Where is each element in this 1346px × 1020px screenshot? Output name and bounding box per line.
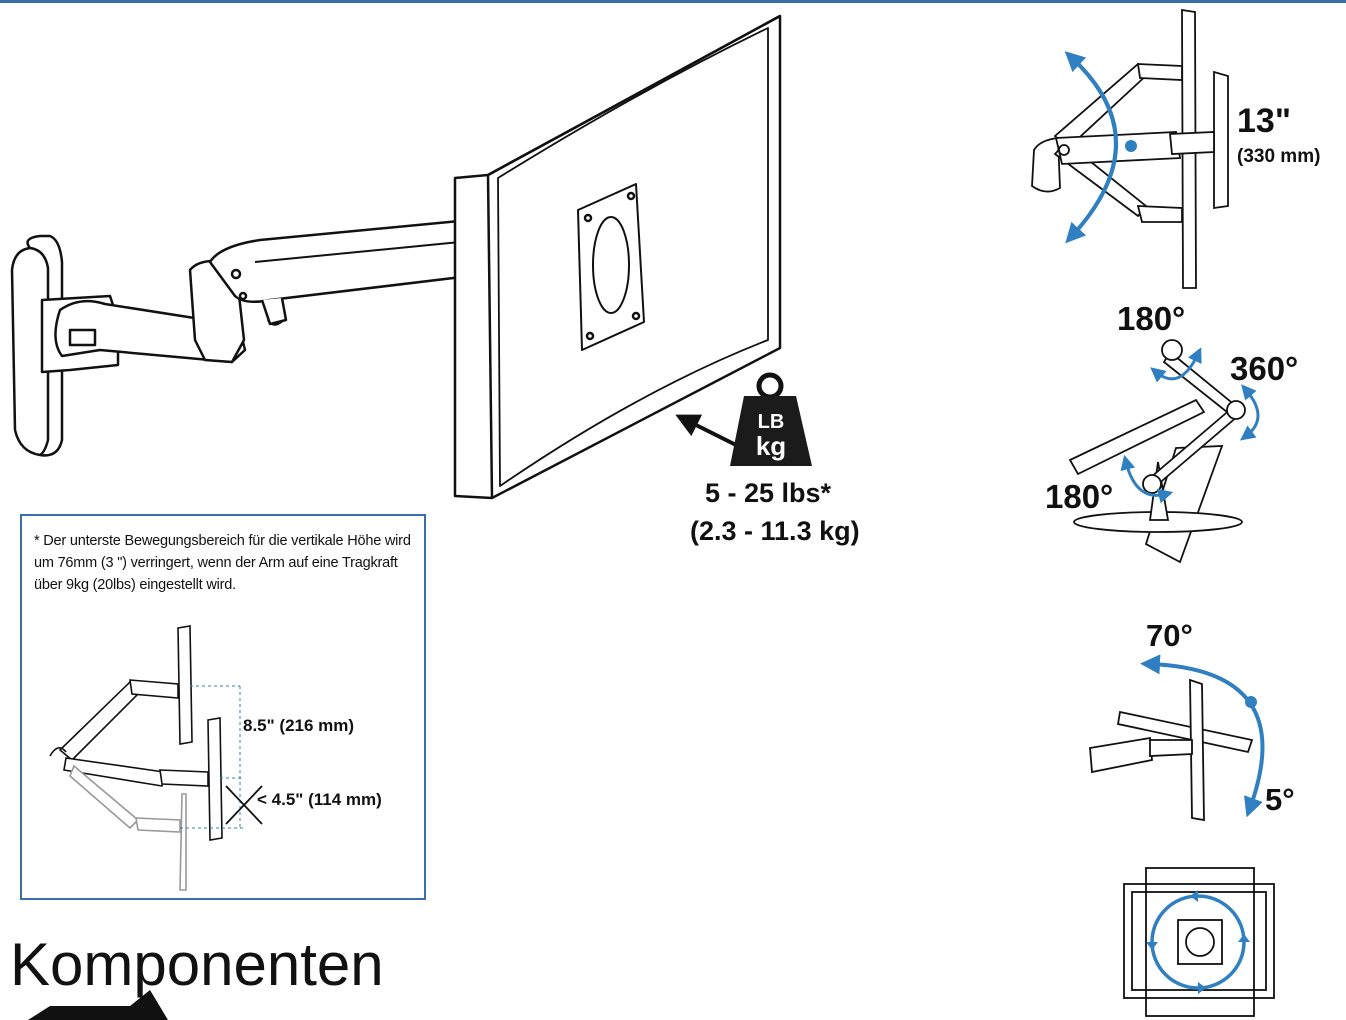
weight-range-imperial: 5 - 25 lbs*	[705, 478, 832, 508]
swivel-arc-top	[1150, 347, 1202, 383]
vesa-plate	[577, 183, 645, 351]
swivel-top-angle: 180°	[1117, 300, 1186, 337]
section-heading: Komponenten	[10, 931, 384, 998]
wall-plate	[10, 234, 64, 457]
swivel-base-angle: 180°	[1045, 478, 1114, 515]
weight-icon-bottom: kg	[756, 431, 786, 461]
weight-icon-top: LB	[758, 411, 785, 433]
top-rule	[0, 0, 1346, 3]
note-range-upper: 8.5" (216 mm)	[243, 716, 355, 735]
weight-icon: LB kg	[730, 372, 812, 466]
pitch-back-angle: 70°	[1146, 618, 1193, 653]
main-arm-illustration	[10, 14, 782, 500]
heading-decoration	[28, 990, 168, 1020]
tilt-travel-imperial: 13"	[1237, 102, 1291, 140]
note-cross-icon	[225, 785, 263, 825]
weight-range-metric: (2.3 - 11.3 kg)	[690, 516, 860, 546]
pitch-pivot-dot	[1245, 696, 1257, 708]
swivel-elbow-angle: 360°	[1230, 350, 1299, 387]
swivel-arc-elbow	[1240, 384, 1260, 441]
tilt-travel-metric: (330 mm)	[1237, 146, 1321, 167]
tilt-arc	[1064, 51, 1118, 244]
note-box: * Der unterste Bewegungsbereich für die …	[20, 514, 426, 900]
note-illustration	[49, 625, 223, 891]
note-dimension-lines	[180, 685, 244, 829]
pitch-forward-angle: 5°	[1265, 782, 1295, 817]
weight-pointer	[675, 414, 743, 450]
pitch-illustration	[1089, 678, 1254, 822]
note-text: * Der unterste Bewegungsbereich für die …	[34, 533, 411, 593]
upper-arm	[208, 218, 498, 304]
note-range-lower: < 4.5" (114 mm)	[257, 790, 382, 809]
swivel-arc-base	[1120, 454, 1174, 504]
monitor-screen	[486, 14, 781, 499]
tilt-pivot-dot	[1125, 140, 1137, 152]
